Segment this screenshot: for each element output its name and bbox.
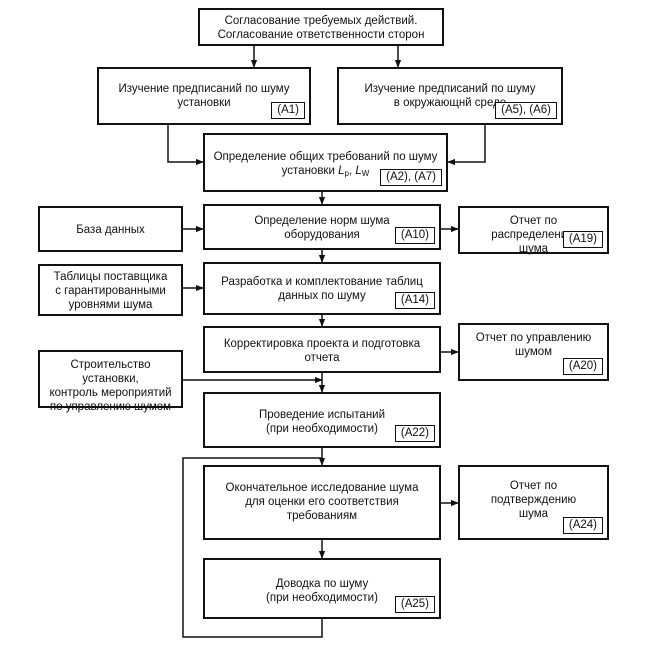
box-management-report: Отчет по управлению шумом (A20)	[458, 323, 609, 381]
box-testing-code: (A22)	[394, 425, 435, 442]
lp-symbol: L	[338, 165, 345, 177]
general-req-line2: установки	[281, 165, 335, 177]
box-general-requirements: Определение общих требований по шуму уст…	[203, 133, 448, 192]
lw-subscript: W	[361, 169, 370, 178]
lw-symbol: L	[355, 165, 362, 177]
box-confirmation-report-title: Отчет по подтверждению шума	[490, 480, 577, 520]
box-construction-title: Строительство установки, контроль меропр…	[49, 359, 172, 413]
box-finishing-title: Доводка по шуму (при необходимости)	[266, 578, 378, 604]
box-database: База данных	[38, 206, 183, 252]
box-testing-title: Проведение испытаний (при необходимости)	[258, 409, 386, 435]
box-noise-tables: Разработка и комплектование таблиц данны…	[203, 262, 441, 315]
box-study-env-title: Изучение предписаний по шуму в окружающн…	[364, 83, 536, 109]
box-correction: Корректировка проекта и подготовка отчет…	[203, 326, 441, 373]
box-testing: Проведение испытаний (при необходимости)…	[203, 392, 441, 448]
box-finishing: Доводка по шуму (при необходимости) (A25…	[203, 558, 441, 619]
box-construction: Строительство установки, контроль меропр…	[38, 350, 183, 413]
box-final-study: Окончательное исследование шума для оцен…	[203, 465, 441, 540]
box-supplier-tables-title: Таблицы поставщика с гарантированными ур…	[53, 271, 168, 311]
box-distribution-report-title: Отчет по распределению шума	[491, 215, 576, 255]
box-study-env: Изучение предписаний по шуму в окружающн…	[337, 67, 563, 125]
box-equipment-norms-code: (A10)	[394, 227, 435, 244]
arrow-study-env-general	[447, 125, 486, 166]
box-confirmation-report-code: (A24)	[562, 517, 603, 534]
box-study-plant-title: Изучение предписаний по шуму установки	[118, 83, 290, 109]
box-management-report-title: Отчет по управлению шумом	[475, 332, 592, 358]
box-management-report-code: (A20)	[562, 358, 603, 375]
box-supplier-tables: Таблицы поставщика с гарантированными ур…	[38, 264, 183, 316]
box-distribution-report: Отчет по распределению шума (A19)	[458, 206, 609, 255]
box-study-plant: Изучение предписаний по шуму установки (…	[97, 67, 311, 125]
box-noise-tables-title: Разработка и комплектование таблиц данны…	[221, 276, 423, 302]
box-finishing-code: (A25)	[394, 596, 435, 613]
box-study-plant-code: (A1)	[271, 102, 305, 119]
lp-subscript: p	[344, 169, 349, 178]
box-noise-tables-code: (A14)	[394, 292, 435, 309]
arrow-study-plant-general	[167, 125, 204, 166]
box-distribution-report-code: (A19)	[562, 231, 603, 248]
arrow-feedback-loop	[182, 457, 323, 638]
box-agreement: Согласование требуемых действий. Согласо…	[198, 8, 444, 46]
box-correction-title: Корректировка проекта и подготовка отчет…	[223, 338, 421, 364]
general-req-line1: Определение общих требований по шуму	[213, 151, 438, 163]
box-confirmation-report: Отчет по подтверждению шума (A24)	[458, 465, 609, 540]
box-study-env-code: (A5), (A6)	[495, 102, 557, 119]
box-database-title: База данных	[76, 224, 145, 236]
box-equipment-norms: Определение норм шума оборудования (A10)	[203, 204, 441, 250]
box-equipment-norms-title: Определение норм шума оборудования	[254, 215, 390, 241]
box-general-requirements-title: Определение общих требований по шуму уст…	[213, 151, 438, 178]
box-final-study-title: Окончательное исследование шума для оцен…	[225, 482, 419, 522]
box-agreement-title: Согласование требуемых действий. Согласо…	[217, 15, 425, 41]
box-general-requirements-code: (A2), (A7)	[380, 169, 442, 186]
